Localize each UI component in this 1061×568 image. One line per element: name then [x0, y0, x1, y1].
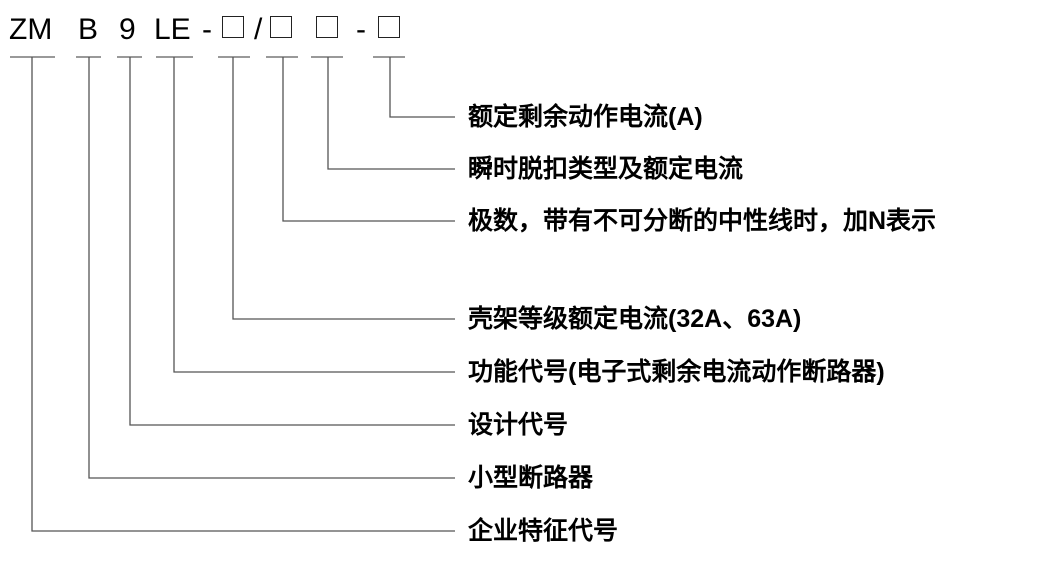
code-dash-1: -: [202, 13, 212, 46]
placeholder-box-frame-current: [222, 16, 244, 38]
connector-mcb: [88, 57, 455, 479]
placeholder-box-trip-type: [316, 16, 338, 38]
connector-enterprise-code: [31, 57, 455, 532]
connector-trip-type: [327, 57, 455, 170]
code-le: LE: [154, 13, 191, 46]
code-dash-2: -: [356, 13, 366, 46]
connector-residual-current: [389, 57, 455, 118]
label-poles: 极数，带有不可分断的中性线时，加N表示: [468, 207, 937, 235]
label-mcb: 小型断路器: [468, 464, 594, 492]
connector-poles: [282, 57, 455, 222]
connector-design-code: [129, 57, 455, 426]
label-trip-type: 瞬时脱扣类型及额定电流: [468, 155, 744, 183]
label-design-code: 设计代号: [468, 411, 569, 439]
code-slash: /: [254, 13, 263, 46]
connector-frame-current: [232, 57, 455, 320]
connector-function-code: [173, 57, 455, 373]
label-function-code: 功能代号(电子式剩余电流动作断路器): [468, 358, 885, 386]
label-residual-current: 额定剩余动作电流(A): [468, 103, 703, 131]
placeholder-box-residual-current: [378, 16, 400, 38]
code-9: 9: [119, 13, 136, 46]
label-enterprise-code: 企业特征代号: [468, 517, 619, 545]
placeholder-box-poles: [270, 16, 292, 38]
code-zm: ZM: [9, 13, 53, 46]
label-frame-current: 壳架等级额定电流(32A、63A): [468, 305, 802, 333]
code-b: B: [78, 13, 99, 46]
